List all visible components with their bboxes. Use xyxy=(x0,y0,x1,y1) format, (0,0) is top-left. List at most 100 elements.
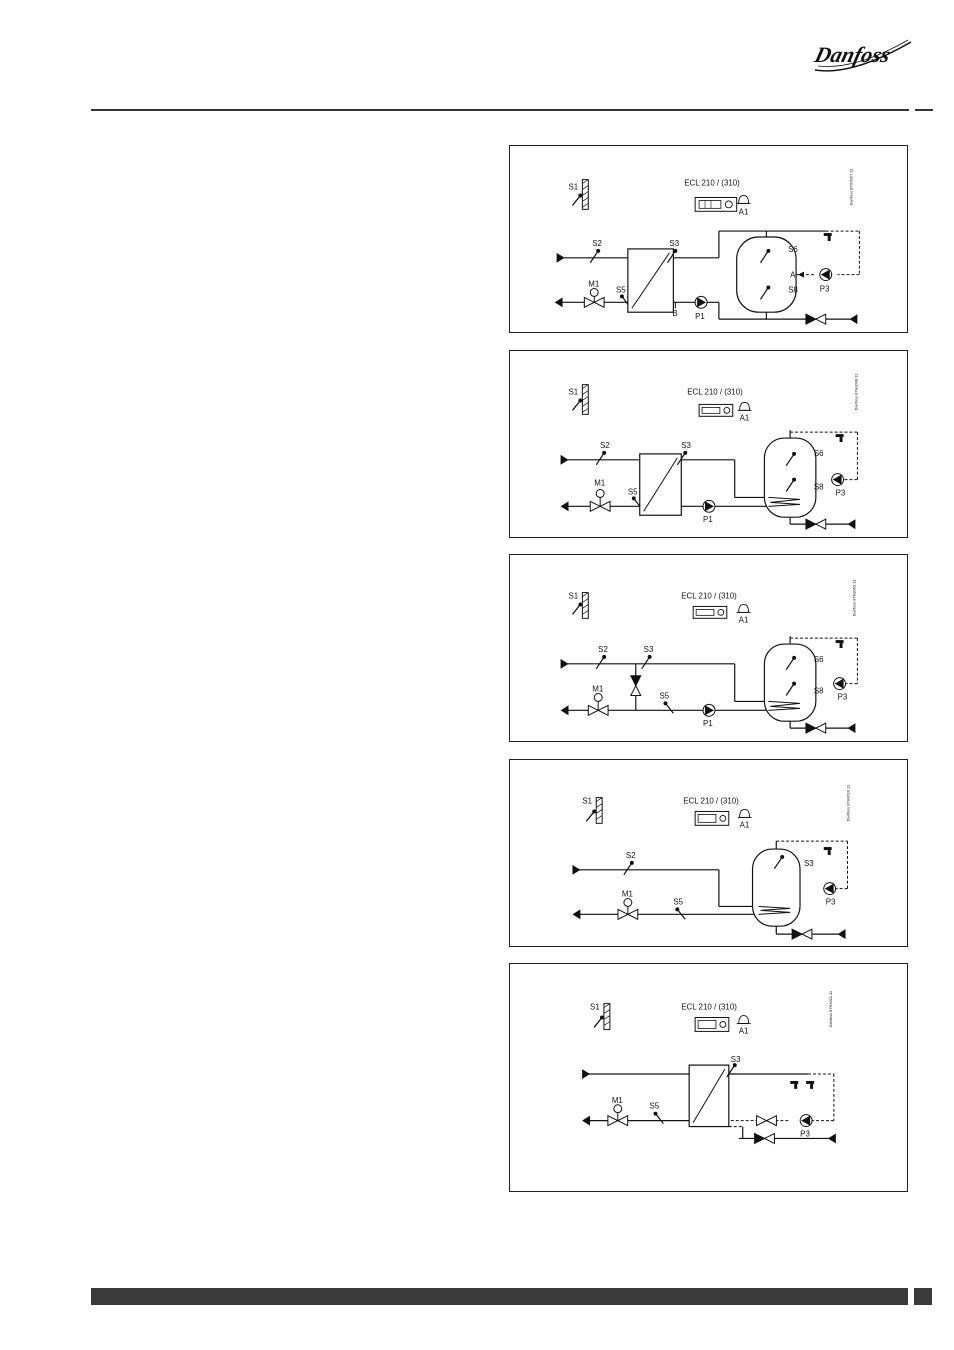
svg-text:B: B xyxy=(672,309,677,318)
tap-icon xyxy=(835,640,844,648)
svg-text:S3: S3 xyxy=(681,441,691,450)
circulation-check-valve xyxy=(756,1114,777,1127)
svg-text:P1: P1 xyxy=(695,312,705,321)
svg-text:A1: A1 xyxy=(740,413,750,422)
svg-text:M1: M1 xyxy=(622,890,634,899)
pump-p3: P3 xyxy=(831,473,846,497)
sensor-s6-label: S6 xyxy=(814,655,824,664)
svg-text:S1: S1 xyxy=(569,592,579,601)
svg-text:M1: M1 xyxy=(612,1096,624,1105)
svg-text:S3: S3 xyxy=(731,1055,741,1064)
supply-arrow xyxy=(582,1069,591,1079)
danfoss-logo: Danfoss xyxy=(812,36,914,78)
storage-tank-coil xyxy=(763,643,817,722)
svg-text:A1: A1 xyxy=(739,207,749,216)
heat-exchanger xyxy=(688,1064,730,1128)
supply-arrow xyxy=(556,252,565,263)
svg-text:S5: S5 xyxy=(650,1102,660,1111)
drawing-number: Danfoss 87H3010.11 xyxy=(845,785,850,822)
sensor-s5: S5 xyxy=(628,487,641,507)
svg-text:S1: S1 xyxy=(569,388,579,397)
svg-text:S2: S2 xyxy=(598,645,608,654)
controller-ecl: ECL 210 / (310) xyxy=(684,179,740,212)
diagram-1: S1 ECL 210 / (310) A1 Danfoss 87H3007.11 xyxy=(509,145,908,333)
logo-text: Danfoss xyxy=(812,42,893,67)
circulation-loop xyxy=(776,840,848,890)
svg-text:S5: S5 xyxy=(628,487,638,496)
svg-text:S5: S5 xyxy=(660,691,670,700)
heat-exchanger xyxy=(627,248,674,313)
return-arrow xyxy=(582,1115,591,1126)
svg-text:P3: P3 xyxy=(820,284,830,293)
outdoor-sensor-s1: S1 xyxy=(569,384,589,415)
alarm-a1: A1 xyxy=(736,195,751,216)
return-arrow xyxy=(560,705,569,716)
alarm-a1: A1 xyxy=(736,604,751,624)
return-arrow xyxy=(554,297,563,308)
storage-tank-coil xyxy=(751,848,801,927)
pump-p1: P1 xyxy=(702,499,716,524)
svg-text:ECL 210 / (310): ECL 210 / (310) xyxy=(683,797,739,806)
piping xyxy=(576,841,844,935)
check-valve xyxy=(805,313,858,325)
tap-icon xyxy=(823,233,832,241)
tap-icon xyxy=(790,1080,815,1089)
svg-text:A1: A1 xyxy=(739,1026,749,1035)
alarm-a1: A1 xyxy=(736,1015,751,1035)
check-valve xyxy=(805,722,856,734)
motor-valve-m1: M1 xyxy=(587,685,609,717)
sensor-s3: S3 xyxy=(676,441,692,466)
svg-text:S1: S1 xyxy=(582,797,592,806)
supply-arrow xyxy=(560,454,569,465)
controller-ecl: ECL 210 / (310) xyxy=(683,797,739,826)
svg-text:S5: S5 xyxy=(616,285,626,294)
diagram-4: S1 ECL 210 / (310) A1 Danfoss 87H3010.11 xyxy=(509,759,908,947)
svg-text:S5: S5 xyxy=(673,897,683,906)
alarm-a1: A1 xyxy=(737,402,752,422)
port-a: A xyxy=(790,271,804,280)
outdoor-sensor-s1: S1 xyxy=(569,179,589,210)
pump-p1: P1 xyxy=(694,295,708,321)
drawing-number: Danfoss 87H3007.11 xyxy=(848,169,853,206)
heat-exchanger xyxy=(639,453,682,516)
bypass-check-valve xyxy=(630,675,642,696)
footer-bar xyxy=(91,1288,908,1305)
sensor-s5: S5 xyxy=(660,691,674,714)
svg-text:S3: S3 xyxy=(644,645,654,654)
return-arrow xyxy=(572,909,581,920)
svg-text:ECL 210 / (310): ECL 210 / (310) xyxy=(681,1003,737,1012)
supply-arrow xyxy=(572,864,581,875)
port-b: B xyxy=(672,302,678,318)
svg-text:P1: P1 xyxy=(703,515,713,524)
svg-text:M1: M1 xyxy=(594,479,606,488)
outdoor-sensor-s1: S1 xyxy=(582,797,603,824)
sensor-s3: S3 xyxy=(726,1055,741,1078)
motor-valve-m1: M1 xyxy=(617,890,639,921)
pump-p1: P1 xyxy=(702,703,716,728)
sensor-s5: S5 xyxy=(650,1102,664,1124)
sensor-s8-label: S8 xyxy=(788,285,798,294)
controller-ecl: ECL 210 / (310) xyxy=(681,592,737,619)
svg-text:M1: M1 xyxy=(592,685,604,694)
storage-tank xyxy=(736,236,797,313)
return-arrow xyxy=(560,501,569,512)
svg-text:M1: M1 xyxy=(588,279,600,288)
svg-text:A1: A1 xyxy=(739,615,749,624)
outdoor-sensor-s1: S1 xyxy=(569,592,589,619)
svg-text:S2: S2 xyxy=(592,239,602,248)
footer-tab xyxy=(914,1288,932,1305)
svg-text:P1: P1 xyxy=(703,719,713,728)
diagram-3: S1 ECL 210 / (310) A1 Danfoss 87H3009.11 xyxy=(509,554,908,742)
circulation-loop xyxy=(728,1073,835,1128)
outdoor-sensor-s1: S1 xyxy=(590,1003,611,1030)
drawing-number: Danfoss 87H3008.11 xyxy=(853,374,858,411)
alarm-a1: A1 xyxy=(737,809,752,829)
svg-text:ECL 210 / (310): ECL 210 / (310) xyxy=(687,388,743,397)
storage-tank-coil xyxy=(763,437,817,518)
pump-p3: P3 xyxy=(833,677,848,701)
controller-ecl: ECL 210 / (310) xyxy=(681,1003,737,1032)
pump-p3: P3 xyxy=(799,1114,813,1138)
header-rule-tab xyxy=(915,109,933,111)
supply-arrow xyxy=(560,658,569,669)
sensor-s5: S5 xyxy=(673,897,686,920)
